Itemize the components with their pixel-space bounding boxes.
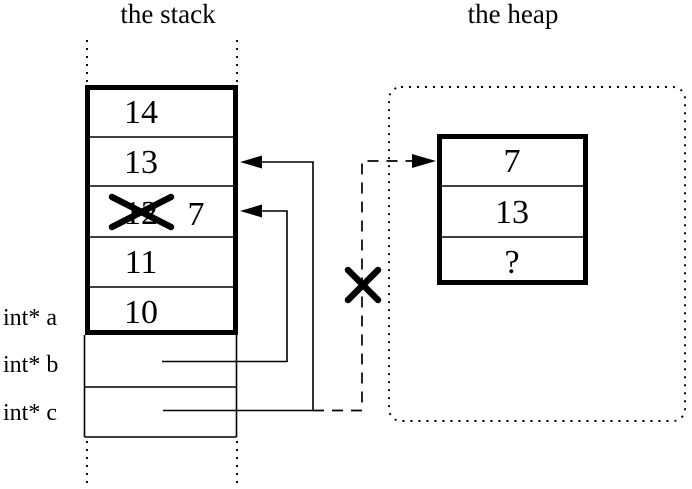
heap-title: the heap — [468, 0, 559, 29]
stack-frame-box — [85, 85, 238, 335]
pointer-c-line — [163, 161, 314, 412]
invalid-pointer-x-icon — [344, 266, 382, 304]
heap-region-outline — [388, 86, 686, 422]
crossout-x-icon — [108, 193, 175, 231]
old-pointer-arrowhead — [412, 154, 436, 168]
pointer-b-line — [162, 210, 288, 363]
var-label-int-ptr-c: int* c — [3, 400, 57, 426]
stack-title: the stack — [120, 0, 216, 29]
stack-cell-value-13: 13 — [124, 144, 158, 181]
pointer-b-arrowhead — [240, 204, 262, 218]
stack-cell-new-value-7: 7 — [188, 196, 205, 233]
heap-box — [437, 134, 588, 285]
stack-cell-value-14: 14 — [124, 94, 158, 131]
var-label-int-ptr-a: int* a — [3, 305, 57, 331]
stack-cell-value-10: 10 — [124, 294, 158, 331]
pointer-c-arrowhead — [240, 155, 262, 169]
heap-cell-value-13: 13 — [495, 194, 529, 231]
stack-cell-value-11: 11 — [125, 244, 158, 281]
heap-cell-value-7: 7 — [504, 143, 521, 180]
heap-cell-value-unknown: ? — [504, 244, 519, 281]
var-label-int-ptr-b: int* b — [3, 352, 58, 378]
